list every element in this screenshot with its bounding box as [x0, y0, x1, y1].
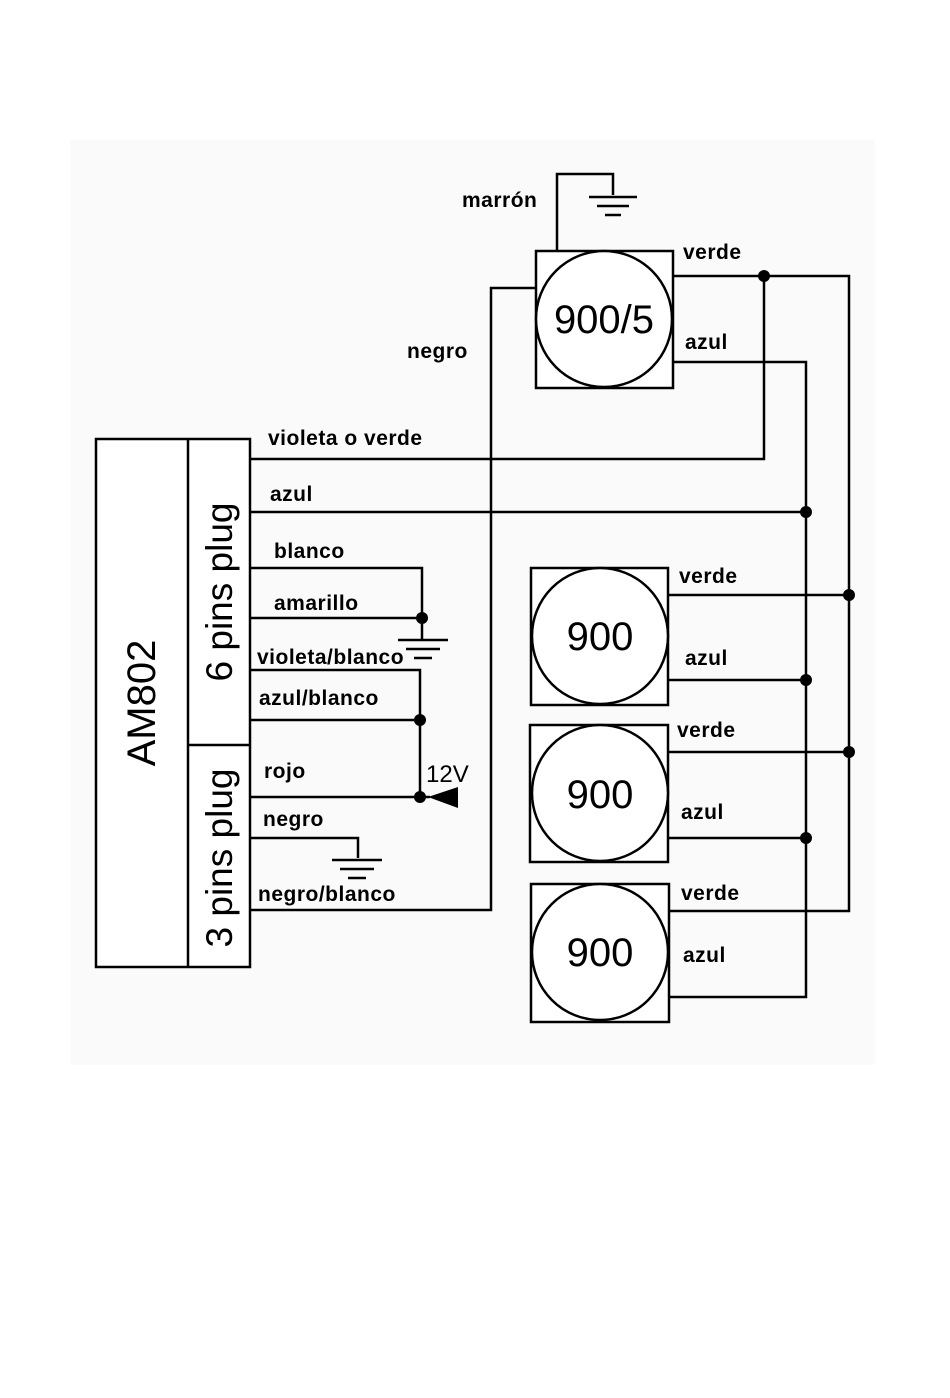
siren-900-5-label: 900/5	[554, 298, 654, 342]
junction-dot	[758, 270, 770, 282]
violeta-o-verde-label: violeta o verde	[268, 427, 423, 450]
azul-blanco-label: azul/blanco	[259, 687, 379, 710]
azul-main-label: azul	[685, 331, 728, 354]
siren-900-1: 900	[531, 568, 668, 705]
siren-900-2: 900	[530, 725, 668, 862]
verde-2-label: verde	[677, 719, 736, 742]
marron-label: marrón	[462, 189, 537, 212]
siren-900-5: 900/5	[536, 251, 673, 388]
verde-3-label: verde	[681, 882, 740, 905]
siren-900-3-label: 900	[567, 931, 634, 975]
blanco-label: blanco	[274, 540, 345, 563]
junction-dot	[414, 791, 426, 803]
junction-dot	[414, 714, 426, 726]
junction-dot	[843, 746, 855, 758]
junction-dot	[800, 674, 812, 686]
siren-900-3: 900	[531, 884, 669, 1022]
negro-blanco-label: negro/blanco	[258, 883, 396, 906]
azul-1-label: azul	[685, 647, 728, 670]
azul-2-label: azul	[681, 801, 724, 824]
verde-1-label: verde	[679, 565, 738, 588]
am802-label: AM802	[120, 640, 164, 767]
junction-dot	[843, 589, 855, 601]
junction-dot	[416, 612, 428, 624]
six-pins-plug-label: 6 pins plug	[199, 503, 240, 682]
rojo-label: rojo	[264, 760, 306, 783]
azul-6pin-label: azul	[270, 483, 313, 506]
amarillo-label: amarillo	[274, 592, 359, 615]
junction-dot	[800, 506, 812, 518]
siren-900-1-label: 900	[567, 615, 634, 659]
am802-module: AM802 6 pins plug 3 pins plug	[96, 439, 250, 967]
verde-main-label: verde	[683, 241, 742, 264]
junction-dot	[800, 832, 812, 844]
three-pins-plug-label: 3 pins plug	[199, 769, 240, 948]
violeta-blanco-label: violeta/blanco	[257, 646, 404, 669]
azul-3-label: azul	[683, 944, 726, 967]
supply-voltage-label: 12V	[426, 761, 469, 788]
negro-3pin-label: negro	[263, 808, 324, 831]
negro-top-label: negro	[407, 340, 468, 363]
siren-900-2-label: 900	[567, 773, 634, 817]
